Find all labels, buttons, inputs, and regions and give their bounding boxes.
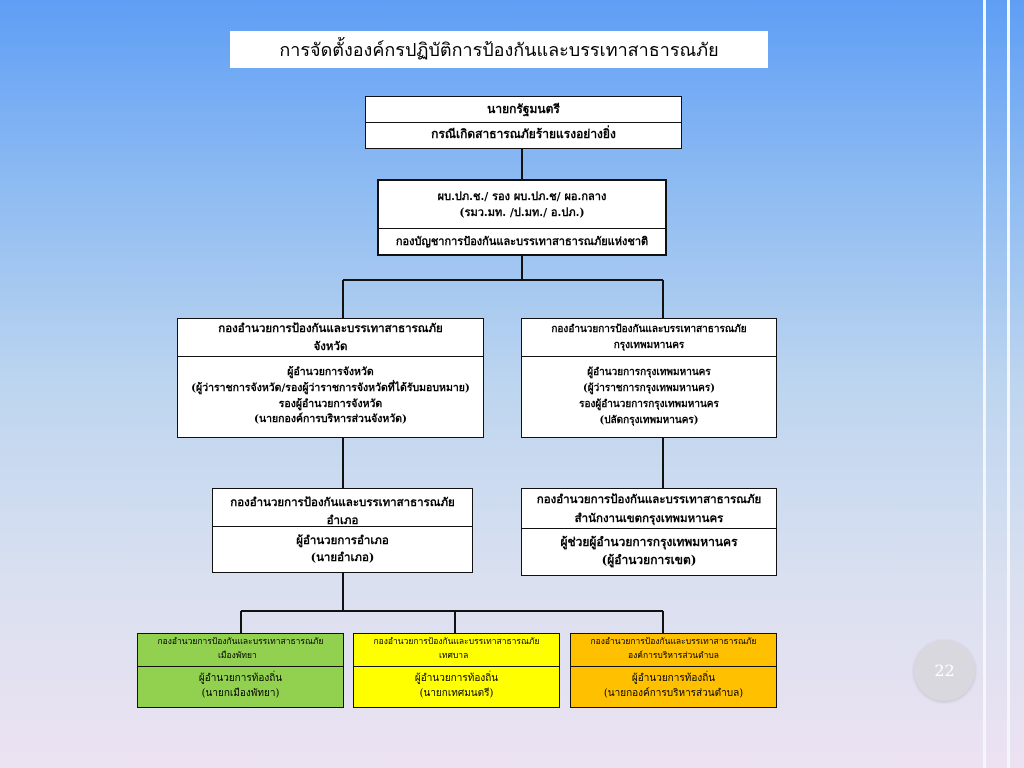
municipality-header-line2: เทศบาล xyxy=(439,651,469,661)
province-officers: ผู้อำนวยการจังหวัด (ผู้ว่าราชการจังหวัด/… xyxy=(178,357,483,436)
district-officers: ผู้อำนวยการอำเภอ (นายอำเภอ) xyxy=(213,527,472,571)
bangkok-officers: ผู้อำนวยการกรุงเทพมหานคร (ผู้ว่าราชการกร… xyxy=(522,357,776,436)
slide-right-rail xyxy=(983,0,986,768)
sao-officers: ผู้อำนวยการท้องถิ่น (นายกองค์การบริหารส่… xyxy=(571,667,776,706)
pattaya-header: กองอำนวยการป้องกันและบรรเทาสาธารณภัย เมื… xyxy=(138,634,343,667)
sao-box: กองอำนวยการป้องกันและบรรเทาสาธารณภัย องค… xyxy=(570,633,777,708)
national-command-name: กองบัญชาการป้องกันและบรรเทาสาธารณภัยแห่ง… xyxy=(395,234,649,248)
province-header-line1: กองอำนวยการป้องกันและบรรเทาสาธารณภัย xyxy=(218,321,443,336)
sao-chief: (นายกองค์การบริหารส่วนตำบล) xyxy=(603,687,744,699)
district-director: ผู้อำนวยการอำเภอ xyxy=(296,533,389,548)
bkk-zone-box: กองอำนวยการป้องกันและบรรเทาสาธารณภัย สำน… xyxy=(521,488,777,576)
severe-disaster-label: กรณีเกิดสาธารณภัยร้ายแรงอย่างยิ่ง xyxy=(431,127,616,142)
province-header-line2: จังหวัด xyxy=(313,338,348,353)
district-header: กองอำนวยการป้องกันและบรรเทาสาธารณภัย อำเ… xyxy=(213,489,472,527)
sao-director: ผู้อำนวยการท้องถิ่น xyxy=(631,673,716,684)
national-command-line1: ผบ.ปภ.ช./ รอง ผบ.ปภ.ช/ ผอ.กลาง xyxy=(437,189,607,203)
bkk-zone-header: กองอำนวยการป้องกันและบรรเทาสาธารณภัย สำน… xyxy=(522,489,776,529)
bkk-zone-header-line1: กองอำนวยการป้องกันและบรรเทาสาธารณภัย xyxy=(536,492,762,507)
slide-right-rail-2 xyxy=(1007,0,1010,768)
bangkok-header-line1: กองอำนวยการป้องกันและบรรเทาสาธารณภัย xyxy=(551,323,747,335)
pattaya-header-line1: กองอำนวยการป้องกันและบรรเทาสาธารณภัย xyxy=(157,637,324,648)
municipality-header-line1: กองอำนวยการป้องกันและบรรเทาสาธารณภัย xyxy=(373,637,540,648)
province-deputy-director: รองผู้อำนวยการจังหวัด xyxy=(278,397,383,410)
bangkok-director: ผู้อำนวยการกรุงเทพมหานคร xyxy=(587,366,711,378)
national-command-officers: ผบ.ปภ.ช./ รอง ผบ.ปภ.ช/ ผอ.กลาง (รมว.มท. … xyxy=(379,181,665,229)
municipality-director: ผู้อำนวยการท้องถิ่น xyxy=(414,673,499,684)
bangkok-box: กองอำนวยการป้องกันและบรรเทาสาธารณภัย กรุ… xyxy=(521,318,777,438)
province-director: ผู้อำนวยการจังหวัด xyxy=(287,366,374,378)
pattaya-mayor: (นายกเมืองพัทยา) xyxy=(201,687,280,699)
district-box: กองอำนวยการป้องกันและบรรเทาสาธารณภัย อำเ… xyxy=(212,488,473,573)
province-governor: (ผู้ว่าราชการจังหวัด/รองผู้ว่าราชการจังห… xyxy=(191,381,470,394)
municipality-mayor: (นายกเทศมนตรี) xyxy=(419,687,494,699)
province-box: กองอำนวยการป้องกันและบรรเทาสาธารณภัย จัง… xyxy=(177,318,484,438)
bkk-zone-header-line2: สำนักงานเขตกรุงเทพมหานคร xyxy=(574,510,724,525)
prime-minister-label: นายกรัฐมนตรี xyxy=(366,97,681,123)
national-command-line2: (รมว.มท. /ป.มท./ อ.ปภ.) xyxy=(459,205,585,219)
pattaya-header-line2: เมืองพัทยา xyxy=(218,651,257,661)
province-header: กองอำนวยการป้องกันและบรรเทาสาธารณภัย จัง… xyxy=(178,319,483,357)
slide-title: การจัดตั้งองค์กรปฏิบัติการป้องกันและบรรเ… xyxy=(230,31,768,68)
bangkok-header-line2: กรุงเทพมหานคร xyxy=(613,339,685,351)
pattaya-director: ผู้อำนวยการท้องถิ่น xyxy=(198,673,283,684)
national-command-box: ผบ.ปภ.ช./ รอง ผบ.ปภ.ช/ ผอ.กลาง (รมว.มท. … xyxy=(377,179,667,256)
bkk-zone-assistant-director: ผู้ช่วยผู้อำนวยการกรุงเทพมหานคร xyxy=(560,535,738,550)
province-pao-chief: (นายกองค์การบริหารส่วนจังหวัด) xyxy=(253,413,408,426)
sao-header-line1: กองอำนวยการป้องกันและบรรเทาสาธารณภัย xyxy=(590,637,757,648)
bangkok-header: กองอำนวยการป้องกันและบรรเทาสาธารณภัย กรุ… xyxy=(522,319,776,357)
pattaya-box: กองอำนวยการป้องกันและบรรเทาสาธารณภัย เมื… xyxy=(137,633,344,708)
bkk-zone-district-director: (ผู้อำนวยการเขต) xyxy=(601,552,697,567)
pattaya-officers: ผู้อำนวยการท้องถิ่น (นายกเมืองพัทยา) xyxy=(138,667,343,706)
bkk-zone-officers: ผู้ช่วยผู้อำนวยการกรุงเทพมหานคร (ผู้อำนว… xyxy=(522,529,776,574)
page-number-badge: 22 xyxy=(914,640,975,701)
district-chief: (นายอำเภอ) xyxy=(310,550,375,564)
bangkok-governor: (ผู้ว่าราชการกรุงเทพมหานคร) xyxy=(583,382,715,394)
district-header-line1: กองอำนวยการป้องกันและบรรเทาสาธารณภัย xyxy=(230,495,455,509)
sao-header: กองอำนวยการป้องกันและบรรเทาสาธารณภัย องค… xyxy=(571,634,776,667)
bangkok-deputy-director: รองผู้อำนวยการกรุงเทพมหานคร xyxy=(579,398,719,410)
bangkok-permanent-secretary: (ปลัดกรุงเทพมหานคร) xyxy=(599,414,699,426)
municipality-officers: ผู้อำนวยการท้องถิ่น (นายกเทศมนตรี) xyxy=(354,667,559,706)
sao-header-line2: องค์การบริหารส่วนตำบล xyxy=(628,651,719,661)
district-header-line2: อำเภอ xyxy=(326,513,359,527)
municipality-header: กองอำนวยการป้องกันและบรรเทาสาธารณภัย เทศ… xyxy=(354,634,559,667)
municipality-box: กองอำนวยการป้องกันและบรรเทาสาธารณภัย เทศ… xyxy=(353,633,560,708)
prime-minister-box: นายกรัฐมนตรี กรณีเกิดสาธารณภัยร้ายแรงอย่… xyxy=(365,96,682,149)
